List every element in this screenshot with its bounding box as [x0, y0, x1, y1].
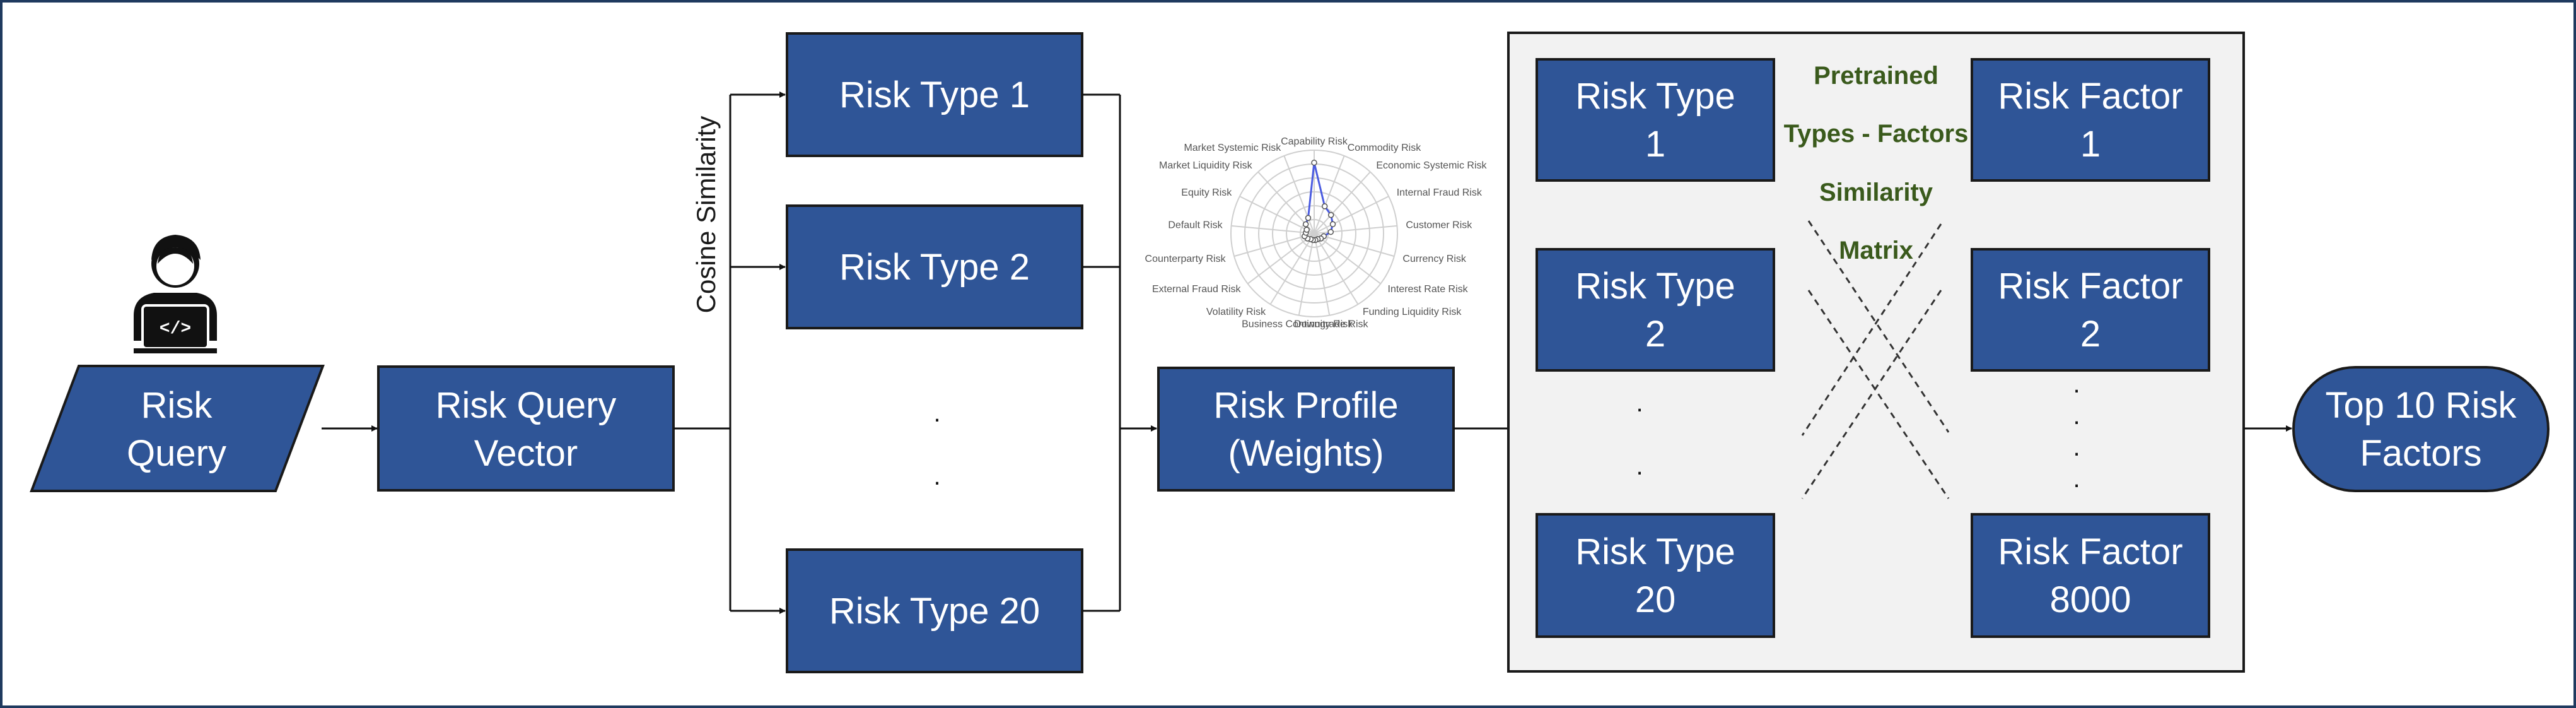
- panel-types-ellipsis-2: .: [1636, 452, 1643, 480]
- similarity-matrix-panel: Risk Type 1 Risk Type 2 . . Risk Type 20…: [1507, 32, 2245, 673]
- panel-risk-type-2: Risk Type 2: [1536, 248, 1775, 372]
- radar-category-label: Market Liquidity Risk: [1159, 160, 1253, 171]
- panel-risk-type-1: Risk Type 1: [1536, 58, 1775, 182]
- panel-risk-factor-2: Risk Factor 2: [1971, 248, 2210, 372]
- risk-query-label-1: Risk: [141, 385, 213, 426]
- radar-spoke: [1298, 233, 1315, 316]
- radar-category-label: Counterparty Risk: [1145, 254, 1227, 264]
- panel-type-1-line-2: 1: [1645, 124, 1665, 165]
- cosine-similarity-label: Cosine Similarity: [691, 116, 721, 314]
- radar-point: [1303, 227, 1310, 233]
- panel-factors-ellipsis-2: .: [2073, 402, 2080, 430]
- fan-out-connectors: [673, 91, 786, 614]
- radar-category-label: Downgrade Risk: [1294, 319, 1368, 330]
- radar-category-label: Internal Fraud Risk: [1397, 187, 1483, 198]
- panel-factor-2-line-1: Risk Factor: [1998, 266, 2183, 307]
- output-label-1: Top 10 Risk: [2325, 385, 2517, 426]
- radar-category-label: Commodity Risk: [1348, 143, 1421, 153]
- radar-category-label: Equity Risk: [1181, 187, 1232, 198]
- risk-type-20-label: Risk Type 20: [829, 591, 1040, 632]
- radar-point: [1302, 221, 1309, 228]
- fan-in-connectors: [1082, 93, 1157, 612]
- radar-spoke: [1233, 233, 1315, 257]
- panel-type-20-line-1: Risk Type: [1575, 531, 1735, 572]
- radar-spoke: [1314, 171, 1371, 234]
- panel-factors-ellipsis-1: .: [2073, 370, 2080, 398]
- radar-category-label: Business Continuity Risk: [1242, 319, 1353, 330]
- risk-type-2-label: Risk Type 2: [839, 247, 1030, 288]
- radar-category-label: Volatility Risk: [1206, 307, 1266, 317]
- radar-point: [1327, 211, 1334, 218]
- risk-type-20-node: Risk Type 20: [786, 548, 1083, 673]
- panel-factors-ellipsis-3: .: [2073, 434, 2080, 461]
- radar-category-label: Funding Liquidity Risk: [1363, 307, 1462, 317]
- panel-risk-factor-1: Risk Factor 1: [1971, 58, 2210, 182]
- risk-query-node: Risk Query: [30, 365, 325, 492]
- radar-point: [1305, 215, 1312, 221]
- vector-label-2: Vector: [474, 433, 578, 474]
- risk-type-1-label: Risk Type 1: [839, 74, 1030, 115]
- radar-spoke: [1314, 233, 1381, 285]
- radar-spoke: [1314, 233, 1331, 316]
- radar-category-label: Interest Rate Risk: [1388, 284, 1469, 295]
- radar-spoke: [1314, 233, 1359, 305]
- matrix-label-line-1: Pretrained: [1814, 62, 1938, 90]
- risk-types-ellipsis-2: .: [933, 463, 940, 490]
- panel-factor-1-line-1: Risk Factor: [1998, 76, 2183, 117]
- developer-at-laptop-icon: </>: [134, 235, 217, 353]
- radar-category-label: External Fraud Risk: [1152, 284, 1241, 295]
- panel-type-2-line-1: Risk Type: [1575, 266, 1735, 307]
- panel-factor-8000-line-1: Risk Factor: [1998, 531, 2183, 572]
- panel-factors-ellipsis-4: .: [2073, 465, 2080, 493]
- risk-types-ellipsis-1: .: [933, 399, 940, 427]
- panel-factor-8000-line-2: 8000: [2049, 579, 2131, 620]
- panel-types-ellipsis-1: .: [1636, 389, 1643, 417]
- radar-category-label: Default Risk: [1168, 220, 1223, 231]
- radar-spoke: [1269, 233, 1315, 305]
- panel-type-2-line-2: 2: [1645, 314, 1665, 355]
- risk-query-label-2: Query: [127, 433, 226, 474]
- panel-risk-type-20: Risk Type 20: [1536, 513, 1775, 638]
- radar-category-label: Currency Risk: [1402, 254, 1466, 264]
- radar-point: [1321, 203, 1328, 209]
- radar-point: [1311, 160, 1317, 166]
- matrix-label-line-4: Matrix: [1839, 237, 1913, 264]
- panel-risk-factor-8000: Risk Factor 8000: [1971, 513, 2210, 638]
- radar-spoke: [1239, 196, 1315, 234]
- output-label-2: Factors: [2360, 433, 2481, 474]
- risk-type-1-node: Risk Type 1: [786, 32, 1083, 157]
- risk-profile-label-2: (Weights): [1228, 433, 1384, 474]
- radar-category-label: Capability Risk: [1281, 136, 1348, 147]
- radar-spoke: [1231, 225, 1315, 234]
- risk-profile-label-1: Risk Profile: [1213, 385, 1398, 426]
- similarity-matrix-crosses: [1801, 220, 1950, 499]
- radar-spoke: [1247, 233, 1315, 285]
- radar-spoke: [1314, 196, 1389, 234]
- panel-factor-1-line-2: 1: [2080, 124, 2101, 165]
- radar-category-label: Market Systemic Risk: [1184, 143, 1281, 153]
- radar-point: [1329, 221, 1336, 228]
- top-10-risk-factors-node: Top 10 Risk Factors: [2292, 366, 2550, 492]
- panel-type-20-line-2: 20: [1635, 579, 1676, 620]
- radar-spoke: [1314, 155, 1345, 234]
- matrix-label-line-2: Types - Factors: [1784, 120, 1969, 148]
- radar-point: [1327, 228, 1334, 235]
- svg-text:</>: </>: [160, 319, 191, 339]
- radar-category-label: Customer Risk: [1406, 220, 1472, 231]
- risk-query-vector-node: Risk Query Vector: [377, 365, 675, 492]
- panel-type-1-line-1: Risk Type: [1575, 76, 1735, 117]
- radar-spoke: [1314, 233, 1395, 257]
- radar-category-label: Economic Systemic Risk: [1376, 160, 1487, 171]
- vector-label-1: Risk Query: [436, 385, 617, 426]
- risk-profile-node: Risk Profile (Weights): [1157, 367, 1455, 492]
- matrix-label-line-3: Similarity: [1819, 179, 1933, 206]
- risk-type-2-node: Risk Type 2: [786, 204, 1083, 329]
- panel-factor-2-line-2: 2: [2080, 314, 2101, 355]
